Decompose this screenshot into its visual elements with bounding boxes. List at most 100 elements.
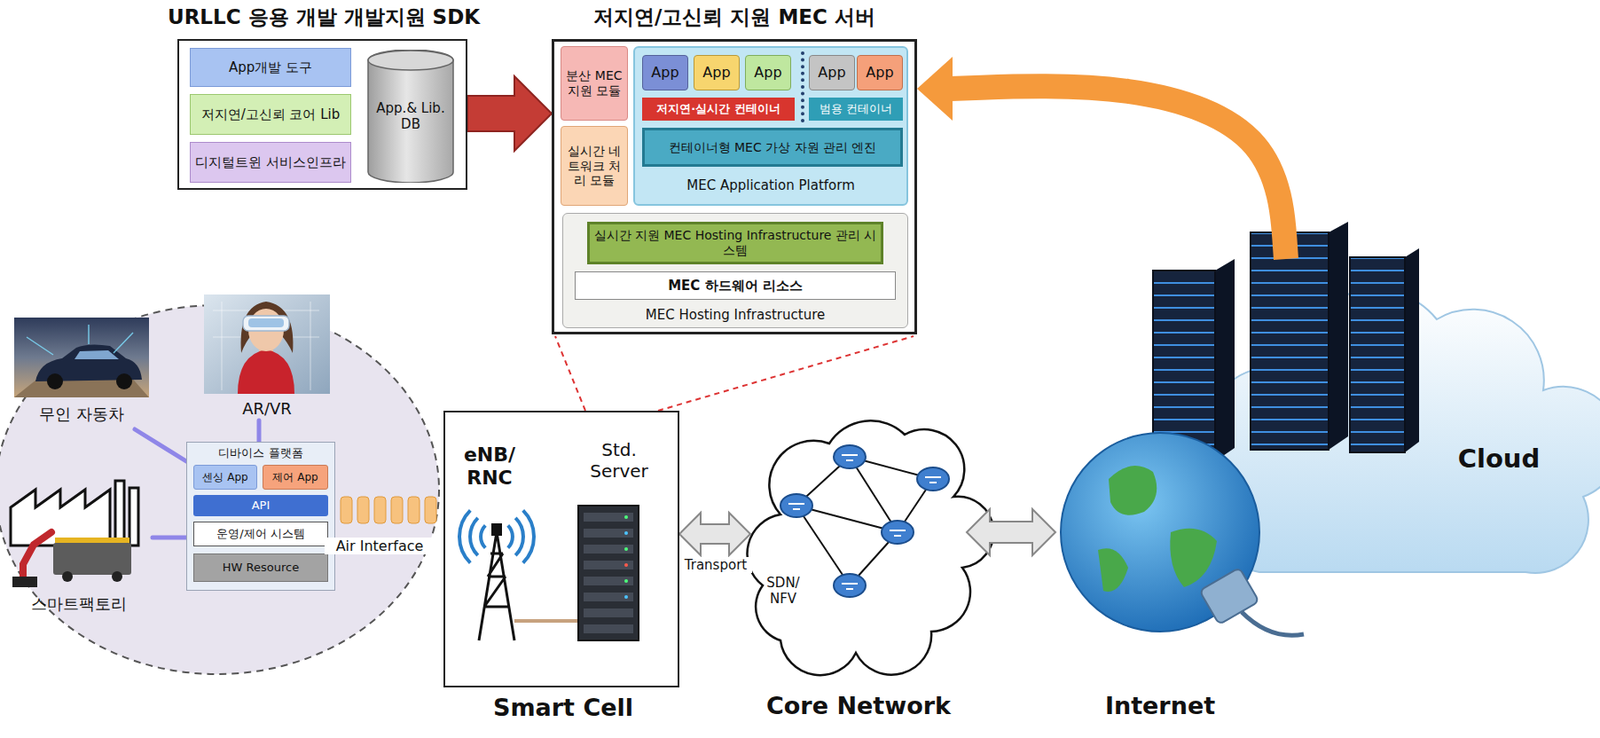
link-line xyxy=(257,420,262,442)
device-module: 센싱 App xyxy=(193,464,258,490)
core-network-cloud xyxy=(833,573,866,597)
box-caption: Core Network xyxy=(727,691,990,721)
server-rack xyxy=(624,515,628,519)
node-label: 실시간 네트워크 처리 모듈 xyxy=(564,143,624,189)
car-picture xyxy=(14,317,150,398)
box-caption: Internet xyxy=(1028,691,1292,721)
core-network-cloud xyxy=(780,494,813,518)
interface-label: Air Interface xyxy=(324,537,435,555)
platform-panel: MEC Application PlatformAppAppAppAppApp저… xyxy=(633,46,909,206)
equipment-label: SDN/ NFV xyxy=(755,574,811,607)
node-label: 컨테이너형 MEC 가상 자원 관리 엔진 xyxy=(668,140,878,156)
device-module: API xyxy=(193,494,329,517)
internet-globe xyxy=(1241,611,1304,636)
base-station-tower xyxy=(508,509,534,563)
link-line xyxy=(134,429,187,462)
cloud-servers xyxy=(1215,258,1235,462)
car-picture xyxy=(26,324,134,355)
vr-picture xyxy=(243,315,290,331)
air-interface-symbol xyxy=(374,496,386,524)
panel-label: MEC Application Platform xyxy=(633,177,909,194)
sdk-box: URLLC 응용 개발 개발지원 SDKApp개발 도구저지연/고신뢰 코어 L… xyxy=(177,39,468,190)
app-box: App xyxy=(856,54,903,91)
node-label: API xyxy=(251,498,271,513)
server-rack xyxy=(624,547,628,551)
core-network-cloud xyxy=(788,503,805,510)
cloud-servers xyxy=(1404,248,1420,453)
app-box: App xyxy=(745,54,792,91)
server-rack xyxy=(583,624,634,634)
container-bar: 저지연·실시간 컨테이너 xyxy=(642,97,795,121)
car-picture xyxy=(14,317,150,398)
vr-picture xyxy=(203,294,330,394)
core-network-cloud xyxy=(746,420,994,675)
node-label: App xyxy=(650,63,679,81)
node-label: 디지털트윈 서비스인프라 xyxy=(195,154,346,171)
server-rack xyxy=(583,528,634,538)
app-box: App xyxy=(693,54,740,91)
link-line xyxy=(258,420,260,442)
internet-globe xyxy=(1060,432,1260,632)
box-heading: 디바이스 플랫폼 xyxy=(186,446,336,461)
factory-picture xyxy=(62,571,73,582)
core-network-cloud xyxy=(833,445,866,469)
node-label: App개발 도구 xyxy=(228,59,313,76)
car-node: 무인 자동차 xyxy=(12,315,151,430)
node-label: 센싱 App xyxy=(202,470,248,484)
cloud-servers xyxy=(1349,257,1405,453)
mec-module: 실시간 네트워크 처리 모듈 xyxy=(560,125,628,206)
node-label: 범용 컨테이너 xyxy=(819,101,893,117)
internet-globe xyxy=(1169,528,1217,588)
core-network-cloud xyxy=(917,467,950,491)
box-heading: URLLC 응용 개발 개발지원 SDK xyxy=(133,5,515,31)
factory-picture xyxy=(10,480,139,588)
car-picture xyxy=(74,350,119,360)
factory-picture xyxy=(10,489,110,546)
car-picture xyxy=(47,373,63,390)
engine-bar: 컨테이너형 MEC 가상 자원 관리 엔진 xyxy=(642,127,903,167)
box-caption: Smart Cell xyxy=(416,693,710,722)
device-platform-box: 디바이스 플랫폼센싱 App제어 AppAPI운영/제어 시스템HW Resou… xyxy=(186,441,336,591)
picture-caption: 스마트팩토리 xyxy=(5,594,153,614)
factory-picture xyxy=(53,542,132,575)
block-arrow xyxy=(467,76,552,151)
core-network-cloud xyxy=(841,583,858,589)
core-network-cloud xyxy=(780,494,813,518)
node-label: 분산 MEC 지원 모듈 xyxy=(564,68,624,99)
internet-globe xyxy=(1108,465,1157,516)
core-network-cloud xyxy=(833,445,866,469)
double-arrow xyxy=(966,509,1056,556)
double-arrow xyxy=(966,509,1056,556)
management-bar: 실시간 지원 MEC Hosting Infrastructure 관리 시스템 xyxy=(587,221,884,265)
core-network-node: SDN/ NFVCore Network xyxy=(750,406,967,728)
dotted-divider xyxy=(800,51,805,123)
factory-picture xyxy=(23,532,52,579)
base-station-tower xyxy=(491,523,502,536)
sdk-module: 저지연/고신뢰 코어 Lib xyxy=(189,94,352,135)
core-network-cloud xyxy=(889,530,906,536)
container-bar: 범용 컨테이너 xyxy=(808,97,903,121)
panel-label: MEC Hosting Infrastructure xyxy=(562,306,909,323)
air-interface-symbol xyxy=(424,496,437,524)
cylinder-body xyxy=(368,49,454,183)
zoom-dashed-lines xyxy=(555,336,914,411)
factory-picture xyxy=(111,571,123,582)
server-rack xyxy=(578,505,639,641)
core-network-cloud xyxy=(746,420,994,675)
server-rack xyxy=(578,505,639,641)
node-label: App xyxy=(865,63,894,81)
node-label: 저지연·실시간 컨테이너 xyxy=(656,101,780,117)
link-line xyxy=(152,537,187,539)
server-rack xyxy=(583,608,634,618)
base-station-tower xyxy=(459,509,486,563)
server-rack xyxy=(624,531,628,535)
core-network-cloud xyxy=(796,456,934,586)
app-box: App xyxy=(642,54,689,91)
database-cylinder: App.& Lib. DB xyxy=(367,49,455,183)
server-rack xyxy=(583,592,634,602)
vr-picture xyxy=(248,318,284,328)
node-label: App xyxy=(702,63,730,81)
internet-globe xyxy=(1199,567,1259,625)
vr-picture xyxy=(241,301,294,353)
